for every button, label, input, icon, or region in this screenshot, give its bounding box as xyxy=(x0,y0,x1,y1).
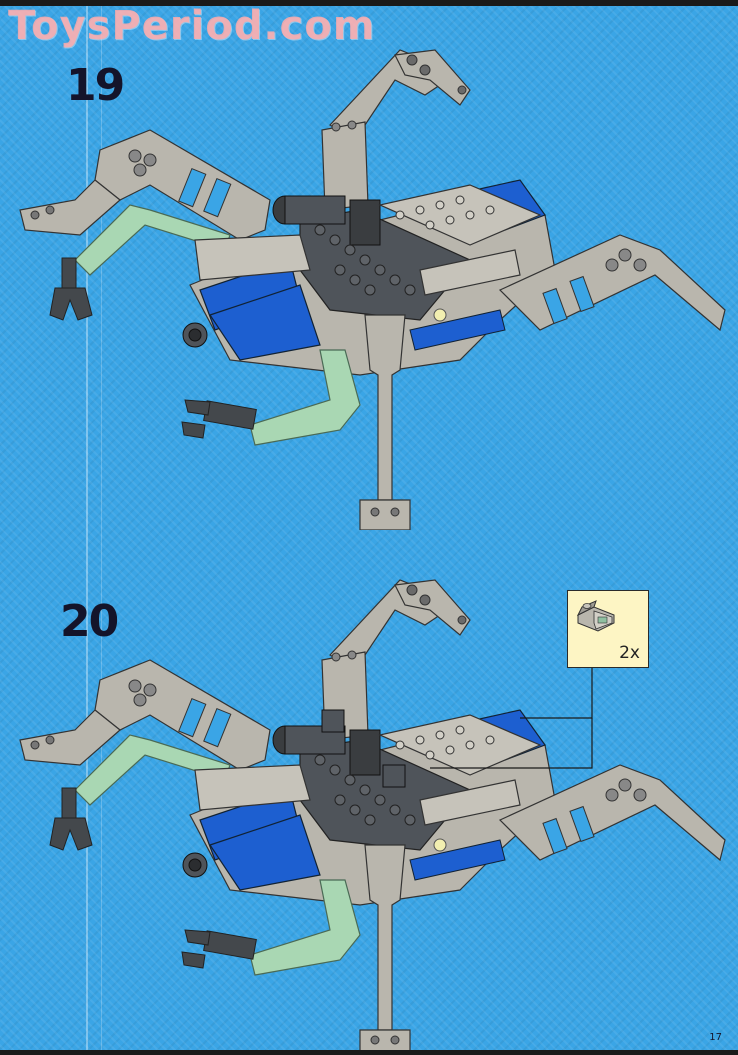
callout-quantity: 2x xyxy=(619,643,640,663)
step-number-19: 19 xyxy=(66,60,125,111)
step-20-model-illustration xyxy=(19,579,726,1053)
page-fold-line xyxy=(86,6,88,1050)
model-group xyxy=(19,579,726,1053)
slope-brick-icon xyxy=(576,600,615,632)
scan-edge-top xyxy=(0,0,738,6)
page-fold-line-secondary xyxy=(101,6,102,1050)
model-group xyxy=(19,49,726,530)
page-number: 17 xyxy=(709,1032,722,1043)
step-19-model-illustration xyxy=(19,49,726,530)
parts-callout: 2x xyxy=(567,590,649,668)
scan-edge-bottom xyxy=(0,1050,738,1055)
step-number-20: 20 xyxy=(60,596,119,647)
watermark-text: ToysPeriod.com xyxy=(8,3,376,49)
